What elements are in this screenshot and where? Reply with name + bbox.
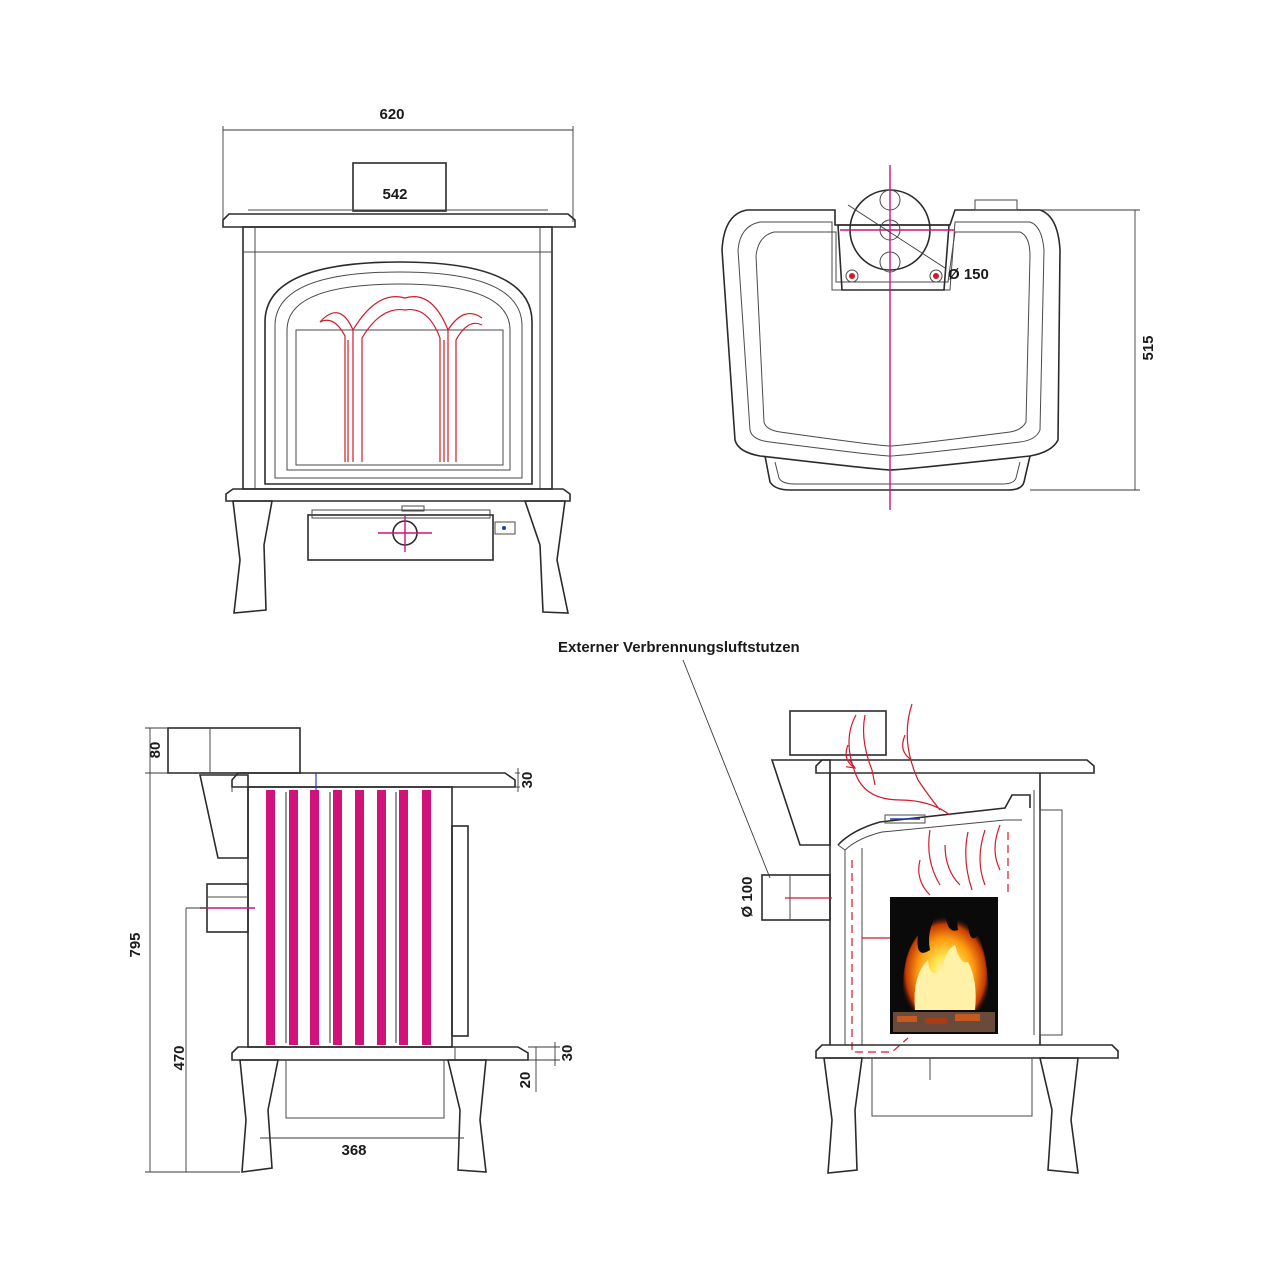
side-total-height-label: 795 [127,932,144,957]
convection-tubes [266,790,431,1045]
front-view: 620 542 [222,106,576,614]
top-depth-label: 515 [1140,335,1157,360]
flue-diameter-label: Ø 150 [948,266,989,283]
section-view: Externer Verbrennungsluftstutzen Ø 100 [558,639,1119,1174]
door-tracery [319,296,483,462]
side-top-plate-label: 30 [519,772,536,789]
external-air-label: Externer Verbrennungsluftstutzen [558,639,800,656]
front-top-label: 542 [382,186,407,203]
air-inlet-diameter-label: Ø 100 [739,877,756,918]
front-width-label: 620 [379,106,404,123]
fire-illustration [890,897,998,1034]
side-flue-height-label: 80 [147,742,164,759]
top-view: Ø 150 515 [721,165,1157,510]
side-base-offset-label: 20 [517,1072,534,1089]
side-base-plate-label: 30 [559,1045,576,1062]
side-inlet-height-label: 470 [171,1045,188,1070]
side-leg-span-label: 368 [341,1142,366,1159]
heat-flow-lines [845,703,1001,896]
side-view: 80 795 470 30 30 20 368 [127,727,576,1173]
